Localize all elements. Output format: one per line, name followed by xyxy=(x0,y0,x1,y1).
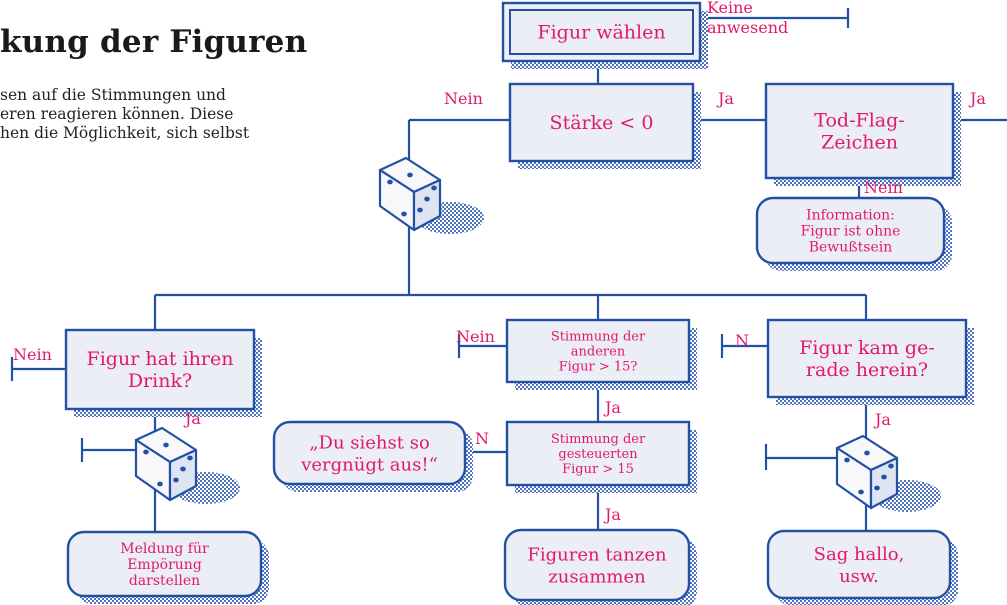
dice-pip xyxy=(163,442,169,448)
node-text: Meldung für xyxy=(120,541,209,557)
node-text: Figur ist ohne xyxy=(801,223,901,239)
dice-pip xyxy=(874,485,880,491)
node-inner-frame xyxy=(509,9,694,55)
node-text: Drink? xyxy=(128,370,192,392)
node-box xyxy=(505,420,691,487)
branch-label-ja-herein: Ja xyxy=(873,410,891,429)
connector-lines xyxy=(10,8,1007,532)
node-box xyxy=(766,318,968,399)
node-box xyxy=(501,1,702,63)
dice-pip xyxy=(864,450,870,456)
branch-label-keine-anwesend: anwesend xyxy=(707,18,788,37)
intro-paragraph: sen auf die Stimmungen und eren reagiere… xyxy=(0,86,320,143)
node-text: gesteuerten xyxy=(558,447,638,462)
node-herein: Figur kam ge-rade herein? xyxy=(766,318,974,405)
node-box xyxy=(64,328,256,411)
branch-label-ja-gesteuert: Ja xyxy=(603,505,621,524)
node-box xyxy=(755,196,946,265)
dice-pip xyxy=(173,477,179,483)
dice-pip xyxy=(187,455,193,461)
node-text: Sag hallo, xyxy=(814,544,905,565)
dice-pip xyxy=(417,207,423,213)
node-box xyxy=(66,530,263,598)
node-text: zusammen xyxy=(548,566,646,587)
intro-line: eren reagieren können. Diese xyxy=(0,105,234,123)
branch-label-nein-andere: Nein xyxy=(456,327,495,346)
branch-label-n-gesteuert: N xyxy=(475,429,489,448)
node-hallo: Sag hallo,usw. xyxy=(766,529,958,605)
dice-layer xyxy=(134,156,941,512)
dice-face-right xyxy=(412,178,442,232)
branch-label-ja-drink: Ja xyxy=(183,409,201,428)
node-text: usw. xyxy=(839,566,879,587)
node-text: Zeichen xyxy=(821,132,898,154)
dice-pip xyxy=(431,185,437,191)
branch-label-ja-andere: Ja xyxy=(603,398,621,417)
node-text: „Du siehst so xyxy=(309,432,430,453)
node-text: darstellen xyxy=(129,573,200,589)
node-text: Figur > 15? xyxy=(559,360,638,375)
node-text: Figur hat ihren xyxy=(87,348,234,370)
node-text: Figur wählen xyxy=(537,22,665,44)
node-text: Information: xyxy=(806,207,895,223)
node-box xyxy=(764,82,955,180)
dice-pip xyxy=(143,449,149,455)
node-text: anderen xyxy=(571,345,626,360)
branch-label-nein-drink: Nein xyxy=(13,345,52,364)
page-title: kung der Figuren xyxy=(0,24,308,60)
dice-pip xyxy=(180,466,186,472)
node-text: Figur > 15 xyxy=(562,462,634,477)
node-figur-waehlen: Figur wählen xyxy=(501,1,708,69)
intro-line: sen auf die Stimmungen und xyxy=(0,86,226,104)
node-box xyxy=(272,420,467,486)
branch-label-ja-staerke: Ja xyxy=(716,89,734,108)
dice-pip xyxy=(424,196,430,202)
node-text: Figur kam ge- xyxy=(799,337,935,359)
dice-pip xyxy=(881,474,887,480)
branch-label-n-herein: N xyxy=(735,331,749,350)
dice-face-right xyxy=(168,448,198,502)
node-text: Stimmung der xyxy=(551,432,646,447)
node-staerke: Stärke < 0 xyxy=(508,82,701,169)
node-text: Empörung xyxy=(127,557,202,573)
branch-label-nein-staerke: Nein xyxy=(444,89,483,108)
dice-face-right xyxy=(869,456,899,510)
dice-icon xyxy=(134,426,240,504)
node-box xyxy=(503,528,691,602)
node-text: rade herein? xyxy=(806,359,928,381)
node-text: Bewußtsein xyxy=(809,239,893,255)
dice-icon xyxy=(835,434,941,512)
intro-line: hen die Möglichkeit, sich selbst xyxy=(0,124,250,142)
node-tod-flag: Tod-Flag-Zeichen xyxy=(764,82,961,186)
dice-pip xyxy=(387,179,393,185)
dice-pip xyxy=(401,211,407,217)
branch-label-nein-tod: Nein xyxy=(864,178,903,197)
branch-label-ja-tod: Ja xyxy=(968,89,986,108)
node-text: Stimmung der xyxy=(551,330,646,345)
node-box xyxy=(508,82,695,163)
node-text: vergnügt aus!“ xyxy=(300,454,438,475)
dice-pip xyxy=(888,463,894,469)
node-text: Stärke < 0 xyxy=(550,112,654,134)
node-box xyxy=(766,529,952,600)
dice-pip xyxy=(157,481,163,487)
dice-icon xyxy=(378,156,484,234)
dice-pip xyxy=(844,457,850,463)
branch-label-keine-anwesend: Keine xyxy=(707,0,753,17)
node-text: Figuren tanzen xyxy=(527,544,667,565)
node-text: Tod-Flag- xyxy=(814,110,904,132)
dice-pip xyxy=(407,172,413,178)
dice-pip xyxy=(858,489,864,495)
node-box xyxy=(505,318,691,384)
